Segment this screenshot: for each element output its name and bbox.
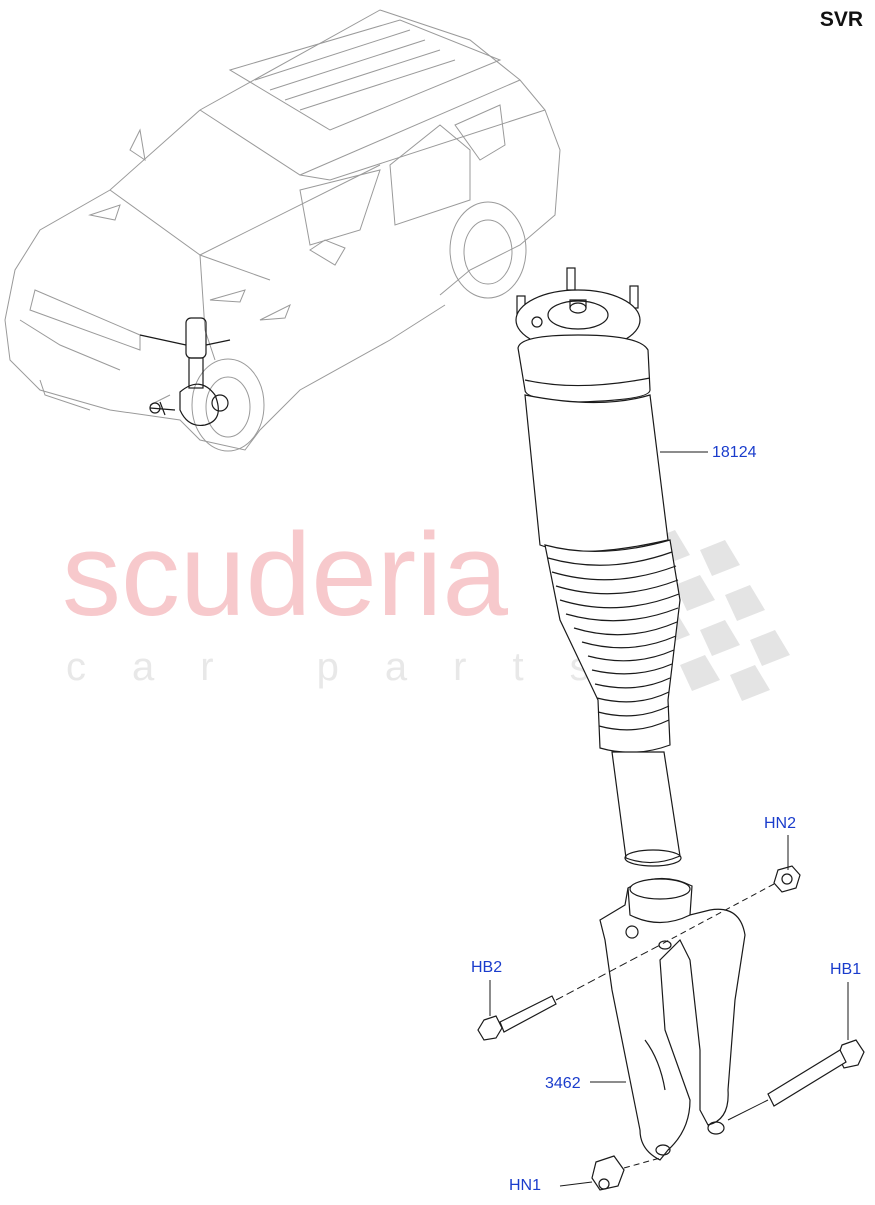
knuckle-bracket: [599, 877, 746, 1161]
callout-hb1: HB1: [830, 961, 861, 978]
callout-hn1: HN1: [509, 1177, 541, 1194]
vehicle-strut-highlight: [139, 317, 231, 427]
flange-nut-hn2: [659, 835, 801, 946]
watermark: scuderia car parts: [62, 509, 790, 701]
watermark-brand: scuderia: [62, 509, 508, 641]
bolt-hb2: [477, 944, 661, 1041]
bolt-hb1: [727, 982, 865, 1121]
air-strut-assembly: [515, 267, 682, 867]
callout-hn2: HN2: [764, 815, 796, 832]
callout-3462: 3462: [545, 1075, 581, 1092]
callout-18124: 18124: [712, 444, 757, 461]
flange-nut-hn1: [559, 1155, 661, 1191]
watermark-tagline: car parts: [66, 645, 636, 689]
callout-hb2: HB2: [471, 959, 502, 976]
vehicle-outline: [4, 9, 561, 452]
variant-badge: SVR: [819, 8, 863, 31]
